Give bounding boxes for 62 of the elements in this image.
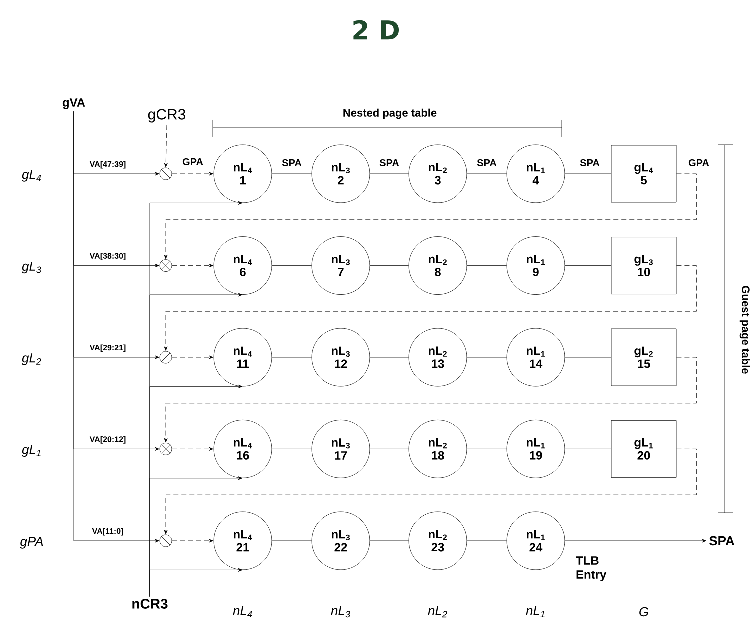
connector-line xyxy=(565,357,612,358)
edge-label: SPA xyxy=(281,158,303,168)
connector-line xyxy=(467,357,507,358)
edge-label: VA[38:30] xyxy=(88,252,128,262)
edge-label: VA[11:0] xyxy=(91,527,125,537)
dashed-arrow xyxy=(172,539,214,543)
connector-line xyxy=(370,357,409,358)
connector-line xyxy=(272,357,312,358)
arrow xyxy=(74,111,160,543)
edge-label: GPA xyxy=(182,157,204,167)
bracket-label: Guest page table xyxy=(740,286,750,374)
dashed-arrow xyxy=(164,124,168,168)
multiplier-symbol xyxy=(160,260,172,272)
multiplier-symbol xyxy=(160,168,172,180)
register-label: nCR3 xyxy=(132,599,168,609)
multiplier-symbol xyxy=(160,443,172,456)
dashed-arrow xyxy=(164,174,697,260)
edge-label: SPA xyxy=(579,158,601,168)
column-label: G xyxy=(640,607,648,617)
connector-line xyxy=(467,540,507,542)
level-label: gPA xyxy=(20,537,44,549)
column-label: nL$_{2}$ xyxy=(428,606,448,618)
level-label: gL$_{4}$ xyxy=(22,170,42,182)
connector-line xyxy=(370,449,409,450)
dashed-arrow xyxy=(172,172,214,176)
page-table-box: gL$_{4}$ 5 xyxy=(611,145,677,203)
page-table-box: gL$_{3}$ 10 xyxy=(611,237,677,294)
register-label: gVA xyxy=(62,98,86,110)
edge-label: VA[20:12] xyxy=(88,435,128,445)
multiplier-symbol xyxy=(160,351,172,364)
title: 2 D xyxy=(354,20,400,40)
level-label: gL$_{2}$ xyxy=(22,354,42,366)
dashed-arrow xyxy=(164,357,697,443)
bracket-label: Nested page table xyxy=(344,108,437,120)
edge-label: SPA xyxy=(476,158,498,168)
level-label: gL$_{3}$ xyxy=(22,262,42,274)
column-label: nL$_{4}$ xyxy=(233,606,252,618)
dashed-arrow xyxy=(172,447,214,451)
connector-line xyxy=(272,540,312,542)
edge-label: VA[29:21] xyxy=(88,344,128,354)
multiplier-symbol xyxy=(160,534,172,548)
column-label: nL$_{3}$ xyxy=(331,606,350,618)
edge-label: GPA xyxy=(688,158,710,168)
level-label: gL$_{1}$ xyxy=(22,445,41,458)
page-table-box: gL$_{2}$ 15 xyxy=(611,328,677,386)
edge-label: TLB Entry xyxy=(576,556,607,582)
column-label: nL$_{1}$ xyxy=(526,606,545,618)
edge-label: SPA xyxy=(378,158,400,168)
connector-line xyxy=(370,540,409,542)
dashed-arrow xyxy=(164,266,697,351)
connector-line xyxy=(565,449,612,450)
page-table-box: gL$_{1}$ 20 xyxy=(611,420,677,478)
register-label: SPA xyxy=(710,536,735,546)
dashed-arrow xyxy=(164,449,697,534)
arrow xyxy=(565,539,707,543)
edge-label: VA[47:39] xyxy=(88,160,128,170)
connector-line xyxy=(272,449,312,450)
dashed-arrow xyxy=(172,264,214,268)
arrow xyxy=(150,568,243,598)
connector-line xyxy=(467,449,507,450)
register-label: gCR3 xyxy=(148,109,186,123)
dashed-arrow xyxy=(172,356,214,360)
